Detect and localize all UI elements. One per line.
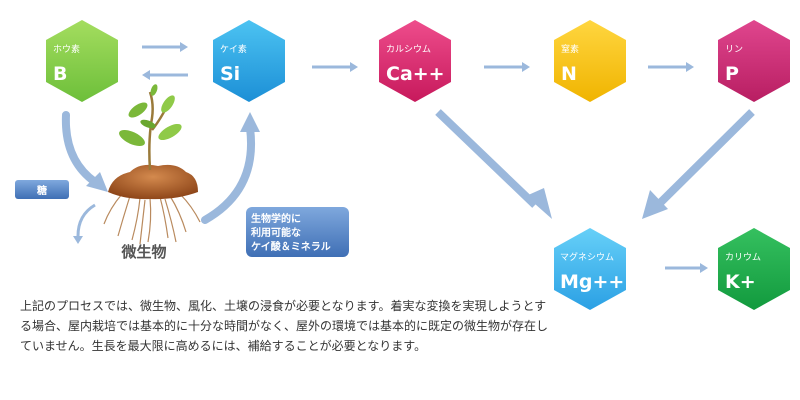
silicon-symbol: Si [220,63,240,85]
potassium-name: カリウム [725,252,761,263]
boron-name: ホウ素 [53,43,80,55]
element-phosphorus-hexagon: リン P [718,20,790,102]
arrow-silicon-to-calcium [312,62,358,72]
element-magnesium-hexagon: マグネシウム Mg++ [554,228,626,310]
arrow-calcium-to-nitrogen [484,62,530,72]
arrow-microbe-to-silicon [201,112,260,224]
silicon-name: ケイ素 [220,43,247,55]
element-calcium-hexagon: カルシウム Ca++ [379,20,451,102]
magnesium-name: マグネシウム [560,251,614,263]
magnesium-symbol: Mg++ [560,271,624,293]
nitrogen-name: 窒素 [561,43,579,55]
boron-symbol: B [53,63,67,85]
calcium-symbol: Ca++ [386,63,445,85]
arrows [61,42,755,273]
arrow-boron-to-silicon [142,42,188,52]
arrow-sugar-to-soil [73,203,96,244]
description-text: 上記のプロセスでは、微生物、風化、土壌の浸食が必要となります。着実な変換を実現し… [20,299,549,353]
arrow-calcium-to-magnesium [435,109,552,219]
arrow-nitrogen-to-phosphorus [648,62,694,72]
arrow-magnesium-to-potassium [665,263,708,273]
roots-illustration [103,193,201,245]
phosphorus-name: リン [725,45,743,55]
phosphorus-symbol: P [725,63,739,85]
mineral-label-line1: 生物学的に [251,212,301,225]
calcium-name: カルシウム [386,44,431,55]
plant-leaves [119,84,182,147]
element-potassium-hexagon: カリウム K+ [718,228,790,310]
arrow-silicon-to-boron [142,70,188,80]
mineral-label-box: 生物学的に 利用可能な ケイ酸＆ミネラル [246,207,349,257]
plant-soil-illustration: 微生物 [103,84,201,261]
sugar-label-box: 糖 [15,180,69,199]
element-boron-hexagon: ホウ素 B [46,20,118,102]
element-silicon-hexagon: ケイ素 Si [213,20,285,102]
arrow-phosphorus-to-magnesium [642,109,755,219]
mineral-label-line2: 利用可能な [251,226,301,239]
arrow-boron-to-microbe [61,111,108,192]
sugar-label: 糖 [37,184,47,197]
soil-mound [108,164,198,200]
mineral-label-line3: ケイ酸＆ミネラル [251,240,331,253]
microbe-label: 微生物 [120,243,166,261]
nitrogen-symbol: N [561,63,577,85]
element-nitrogen-hexagon: 窒素 N [554,20,626,102]
potassium-symbol: K+ [725,271,756,293]
